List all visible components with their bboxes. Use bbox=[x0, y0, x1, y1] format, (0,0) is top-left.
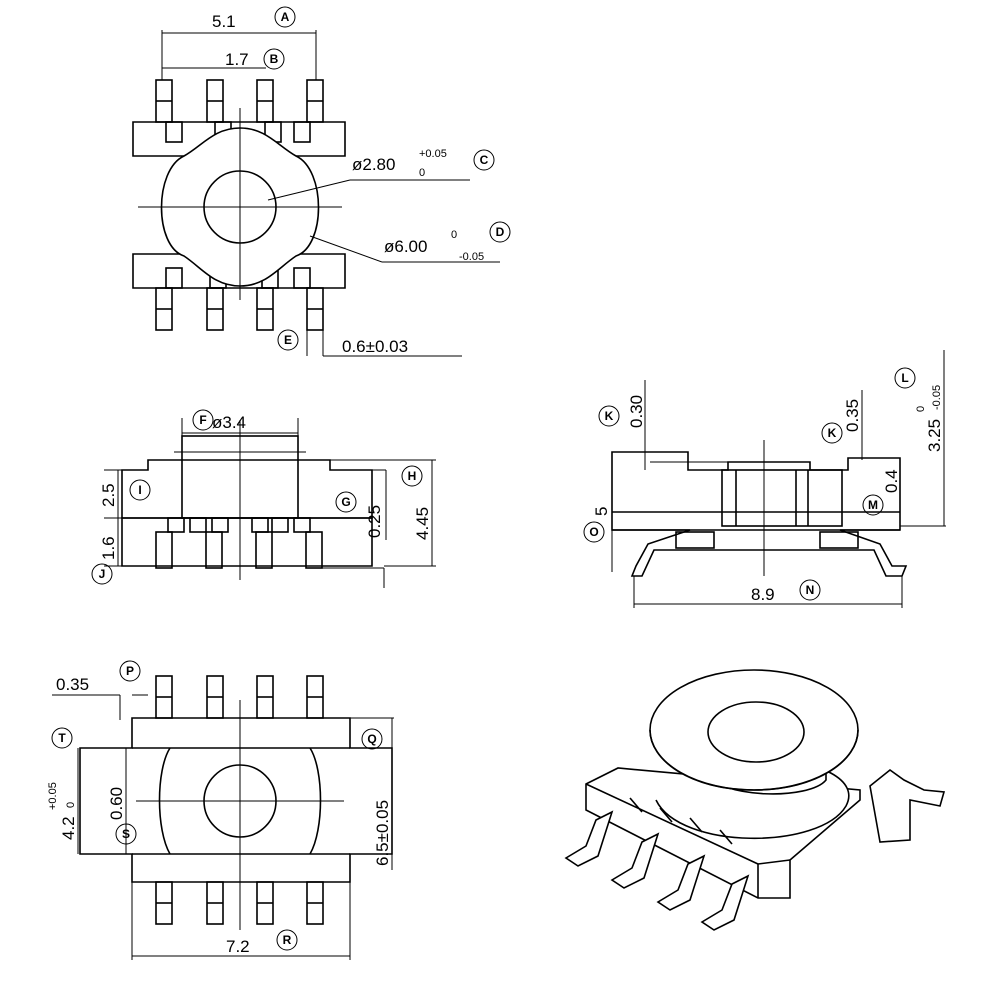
top-view: 5.1 A 1.7 B ø2.80 +0.05 0 C ø6.00 0 -0. bbox=[132, 6, 511, 357]
dim-m-value: 0.4 bbox=[882, 469, 901, 493]
dim-g: 0.25 G bbox=[335, 469, 387, 540]
dim-l-value: 3.25 bbox=[925, 419, 944, 452]
tag-o: O bbox=[589, 525, 598, 539]
dim-t-value: 4.2 bbox=[59, 816, 78, 840]
tag-k1: K bbox=[605, 409, 614, 423]
dim-n: 8.9 N bbox=[633, 576, 903, 608]
dim-g-value: 0.25 bbox=[365, 505, 384, 538]
dim-k2-value: 0.35 bbox=[843, 399, 862, 432]
tag-f: F bbox=[199, 413, 206, 427]
bottom-view-lower-pins bbox=[155, 881, 324, 925]
tag-t: T bbox=[58, 731, 66, 745]
tag-p: P bbox=[126, 664, 134, 678]
dim-n-value: 8.9 bbox=[751, 585, 775, 604]
tag-d: D bbox=[496, 225, 505, 239]
tag-s: S bbox=[122, 827, 130, 841]
dim-p-value: 0.35 bbox=[56, 675, 89, 694]
dim-d-value: ø6.00 bbox=[384, 237, 427, 256]
tag-b: B bbox=[270, 52, 279, 66]
dim-t-tol-plus: +0.05 bbox=[47, 782, 59, 810]
dim-d-tol-plus: 0 bbox=[451, 229, 457, 241]
tag-j: J bbox=[99, 567, 106, 581]
dim-q: 6.5±0.05 Q bbox=[350, 717, 394, 870]
dim-m: 0.4 M bbox=[862, 469, 901, 516]
side-view: 0.30 K 0.35 K 3.25 0 -0.05 L 0.4 M bbox=[583, 350, 946, 608]
dim-a: 5.1 A bbox=[161, 6, 317, 80]
dim-t: 4.2 +0.05 0 T bbox=[47, 727, 79, 854]
front-view-lower-flange bbox=[121, 517, 373, 567]
dim-q-value: 6.5±0.05 bbox=[373, 800, 392, 866]
tag-n: N bbox=[806, 583, 815, 597]
dim-b-value: 1.7 bbox=[225, 50, 249, 69]
dim-c-tol-minus: 0 bbox=[419, 167, 425, 179]
dim-p: 0.35 P bbox=[52, 660, 148, 720]
isometric-top-flange bbox=[649, 669, 859, 791]
tag-a: A bbox=[281, 10, 290, 24]
front-view-upper-flange bbox=[121, 459, 373, 519]
tag-m: M bbox=[868, 498, 878, 512]
tag-k2: K bbox=[828, 426, 837, 440]
front-view: F ø3.4 2.5 1.6 I J 0.25 G bbox=[91, 409, 436, 588]
dim-h-value: 4.45 bbox=[413, 507, 432, 540]
side-view-outline bbox=[611, 451, 908, 577]
dim-l-tol-plus: 0 bbox=[915, 406, 927, 412]
dim-c-tol-plus: +0.05 bbox=[419, 148, 447, 160]
dim-o: 5 O bbox=[583, 452, 613, 572]
tag-r: R bbox=[283, 933, 292, 947]
dim-l-tol-minus: -0.05 bbox=[931, 385, 943, 410]
dim-d-tol-minus: -0.05 bbox=[459, 251, 484, 263]
front-view-pins bbox=[155, 517, 323, 569]
dim-r-value: 7.2 bbox=[226, 937, 250, 956]
dim-s: 0.60 S bbox=[107, 748, 137, 854]
dim-d: ø6.00 0 -0.05 D bbox=[309, 221, 511, 263]
dim-e-value: 0.6±0.03 bbox=[342, 337, 408, 356]
isometric-core-hole bbox=[707, 701, 805, 763]
dim-k1: 0.30 K bbox=[598, 380, 646, 470]
dim-t-tol-minus: 0 bbox=[65, 802, 77, 808]
dim-h: 4.45 H bbox=[330, 459, 436, 567]
dim-j-value: 1.6 bbox=[99, 536, 118, 560]
dim-e: 0.6±0.03 E bbox=[277, 300, 462, 357]
dim-a-value: 5.1 bbox=[212, 12, 236, 31]
dim-b: 1.7 B bbox=[162, 48, 285, 70]
tag-h: H bbox=[408, 469, 417, 483]
dim-l: 3.25 0 -0.05 L bbox=[894, 350, 946, 527]
bottom-view-body bbox=[79, 717, 393, 883]
dim-k2: 0.35 K bbox=[821, 390, 863, 460]
tag-l: L bbox=[901, 371, 908, 385]
dim-c: ø2.80 +0.05 0 C bbox=[267, 148, 495, 201]
dim-c-value: ø2.80 bbox=[352, 155, 395, 174]
dim-i-value: 2.5 bbox=[99, 483, 118, 507]
dim-s-value: 0.60 bbox=[107, 787, 126, 820]
dim-f-value: ø3.4 bbox=[212, 413, 246, 432]
tag-g: G bbox=[341, 495, 350, 509]
tag-c: C bbox=[480, 153, 489, 167]
dim-o-value: 5 bbox=[592, 507, 611, 516]
tag-e: E bbox=[284, 333, 292, 347]
bottom-view: 0.35 P 4.2 +0.05 0 T 0.60 S 6.5±0.05 Q bbox=[47, 660, 394, 960]
isometric-pins bbox=[564, 810, 750, 931]
dim-r: 7.2 R bbox=[131, 882, 351, 960]
tag-i: I bbox=[138, 483, 141, 497]
dim-f: F ø3.4 bbox=[181, 409, 299, 436]
isometric-view bbox=[564, 669, 946, 931]
dim-i-j: 2.5 1.6 I J bbox=[91, 469, 151, 585]
tag-q: Q bbox=[367, 732, 376, 746]
dim-k1-value: 0.30 bbox=[627, 395, 646, 428]
